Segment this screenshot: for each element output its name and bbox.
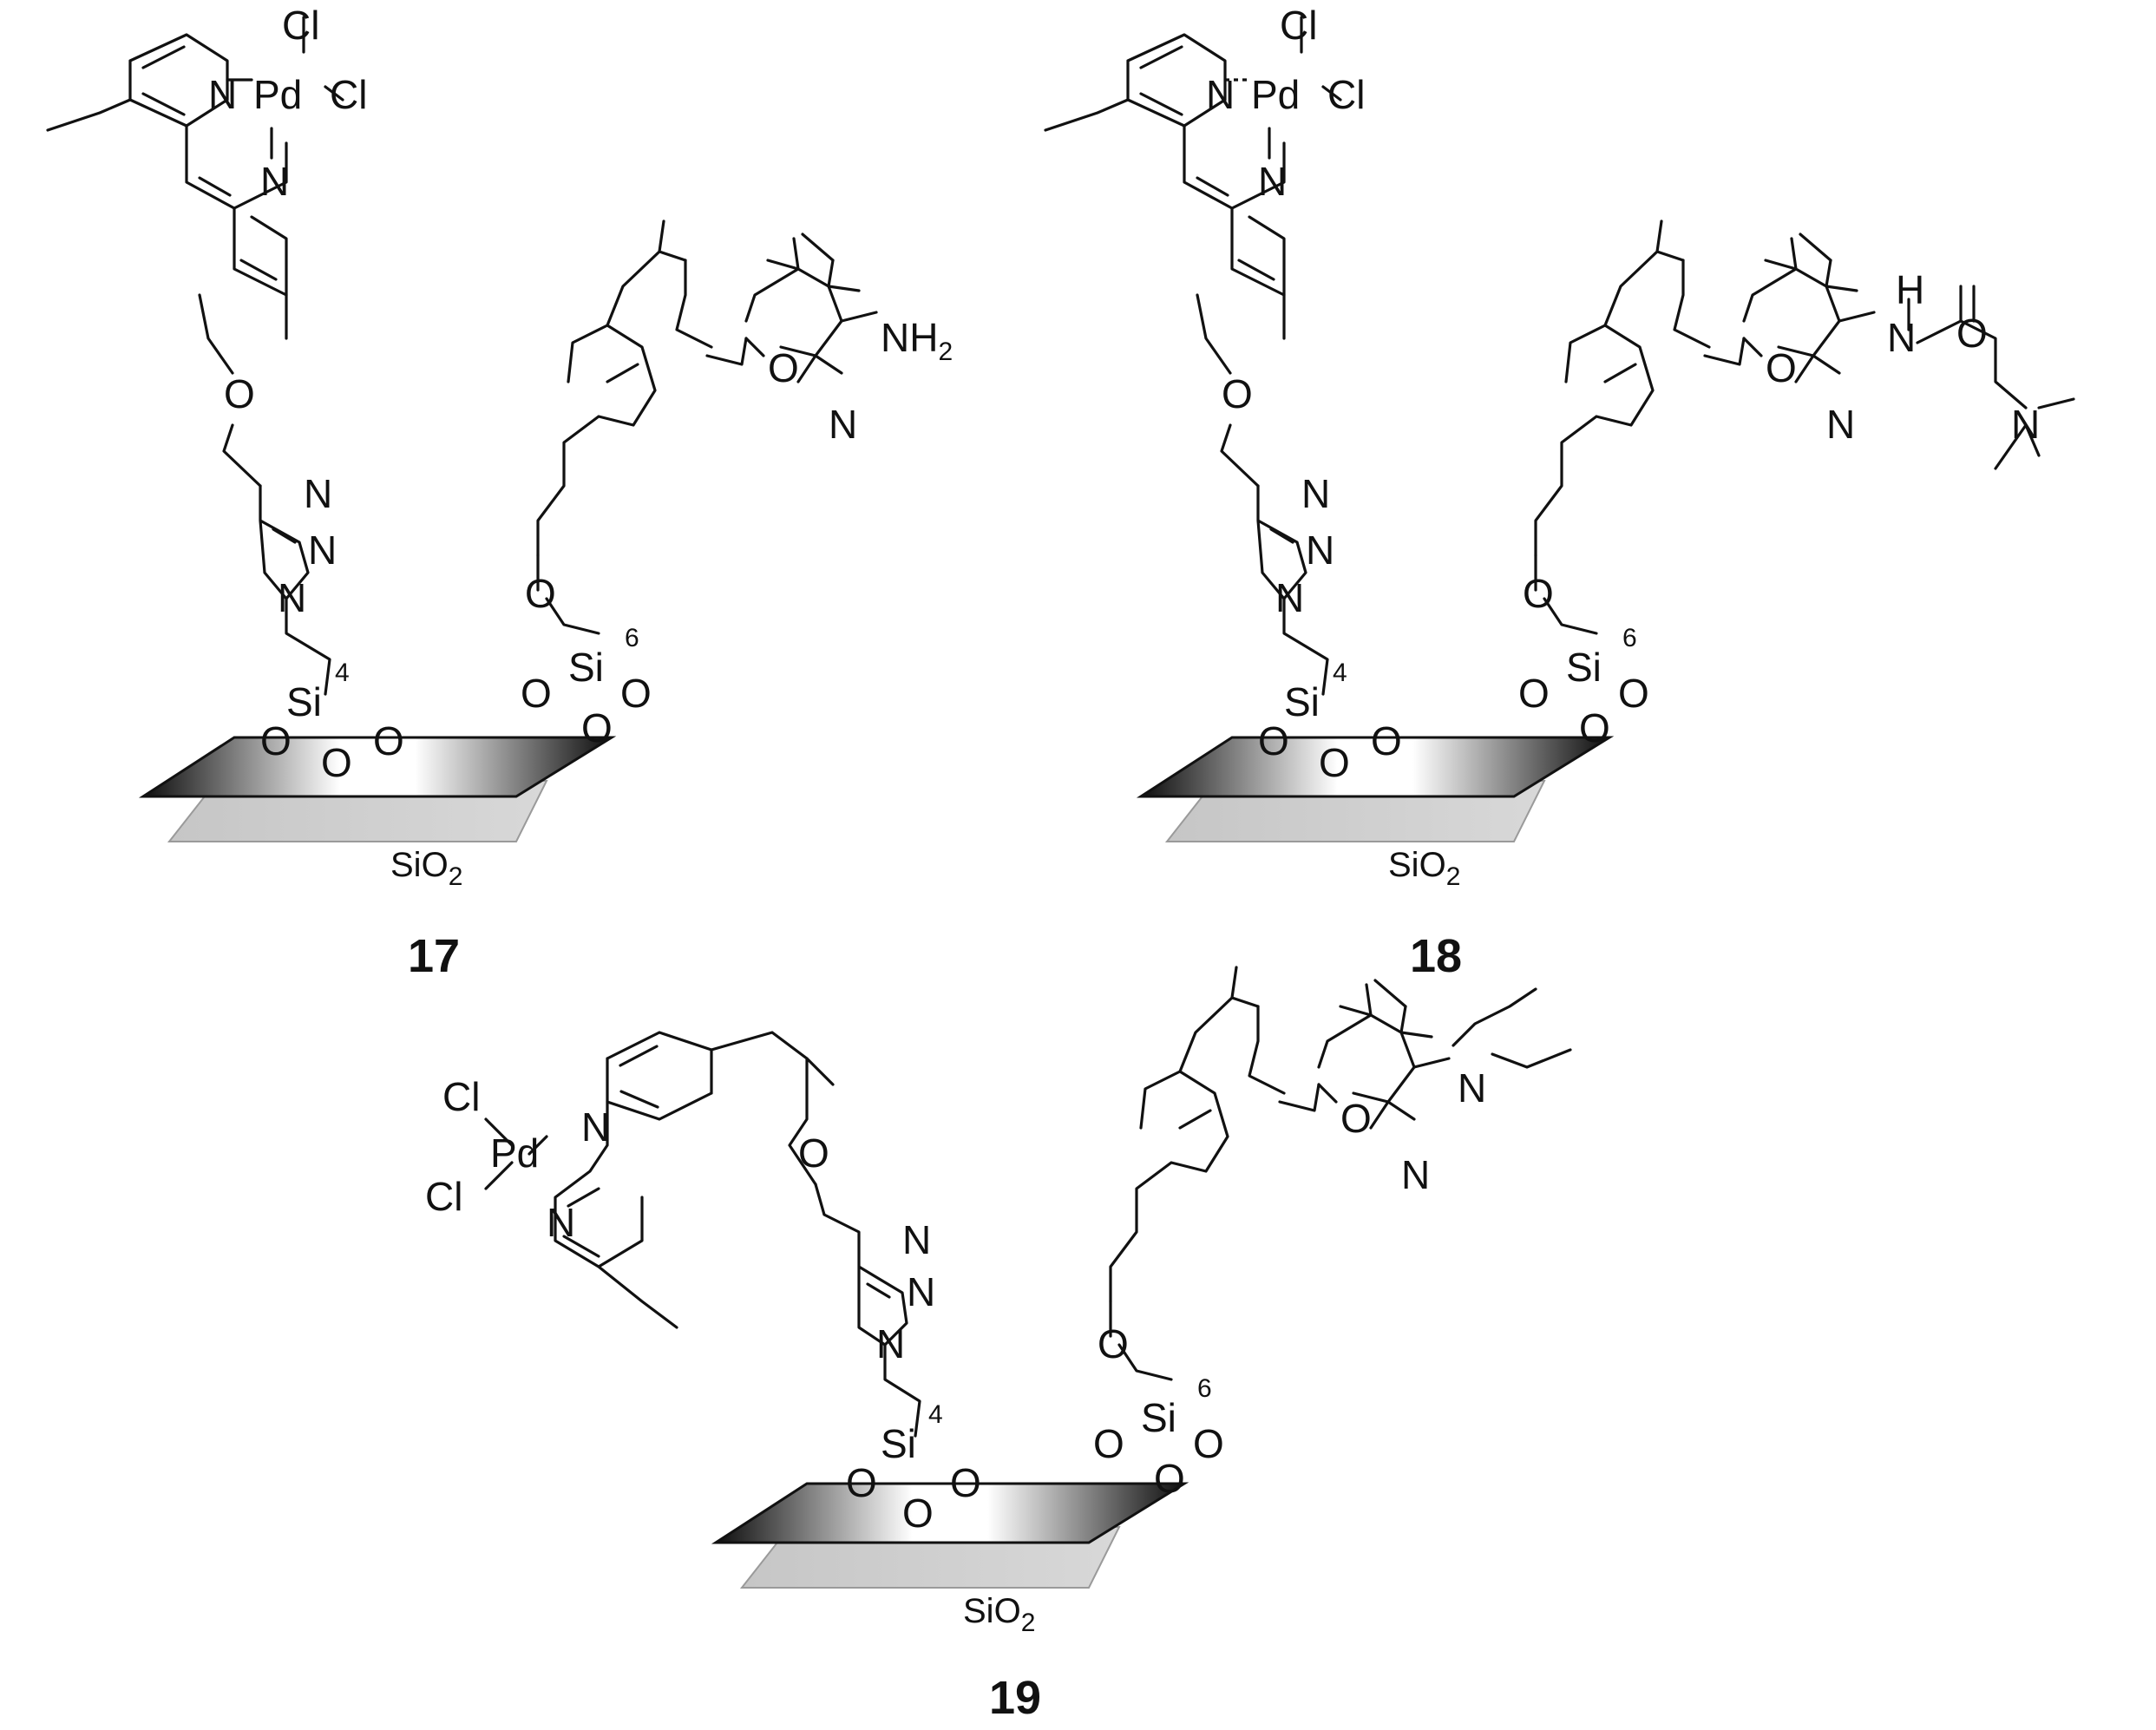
compound-19: SiO2 Cl Pd Cl N N O N N N 4 Si O O O bbox=[425, 966, 1572, 1724]
atom-pd: Pd bbox=[1251, 72, 1300, 117]
linker-count: 6 bbox=[1622, 624, 1637, 652]
atom-o: O bbox=[1618, 671, 1649, 716]
atom-o: O bbox=[1193, 1421, 1224, 1466]
atom-o: O bbox=[1518, 671, 1550, 716]
atom-o: O bbox=[846, 1460, 877, 1505]
bipyridine-pd-complex bbox=[484, 1031, 921, 1438]
atom-o: O bbox=[1523, 571, 1554, 616]
atom-o: O bbox=[768, 345, 799, 390]
atom-o: O bbox=[321, 740, 352, 785]
atom-o: O bbox=[373, 718, 404, 763]
atom-si: Si bbox=[1566, 645, 1602, 690]
bipyridine-pd-complex bbox=[1044, 16, 1342, 696]
atom-o: O bbox=[620, 671, 652, 716]
atom-o: O bbox=[581, 705, 613, 750]
atom-cl: Cl bbox=[1280, 3, 1317, 48]
bipyridine-pd-complex bbox=[46, 16, 344, 696]
atom-pd: Pd bbox=[253, 72, 302, 117]
atom-n: N bbox=[876, 1321, 905, 1366]
linker-count: 4 bbox=[335, 659, 350, 687]
atom-n: N bbox=[1401, 1152, 1430, 1197]
compound-18: SiO2 N Pd Cl Cl N O N N N 4 Si O O O bbox=[1044, 3, 2075, 982]
atom-cl: Cl bbox=[425, 1174, 462, 1219]
atom-h: H bbox=[1896, 267, 1924, 312]
compound-number: 17 bbox=[408, 930, 460, 982]
atom-n: N bbox=[2011, 402, 2040, 447]
atom-n: N bbox=[902, 1217, 931, 1262]
compound-number: 19 bbox=[989, 1672, 1041, 1724]
atom-o: O bbox=[1093, 1421, 1124, 1466]
atom-n: N bbox=[1206, 72, 1235, 117]
atom-n: N bbox=[1306, 528, 1334, 573]
atom-o: O bbox=[798, 1130, 829, 1176]
atom-o: O bbox=[1371, 718, 1402, 763]
atom-o: O bbox=[1579, 705, 1610, 750]
atom-pd: Pd bbox=[490, 1130, 539, 1176]
silica-label: SiO2 bbox=[1388, 846, 1460, 891]
silica-label: SiO2 bbox=[963, 1592, 1035, 1637]
alkoxyamine-arm bbox=[1534, 220, 2075, 635]
silica-label: SiO2 bbox=[390, 846, 462, 891]
atom-o: O bbox=[1956, 311, 1988, 356]
atom-cl: Cl bbox=[282, 3, 319, 48]
atom-o: O bbox=[1319, 740, 1350, 785]
atom-o: O bbox=[1766, 345, 1797, 390]
compound-number: 18 bbox=[1410, 930, 1462, 982]
atom-n: N bbox=[581, 1104, 610, 1150]
linker-count: 4 bbox=[928, 1400, 943, 1429]
compound-17: SiO2 N Pd Cl Cl N O N N N bbox=[46, 3, 953, 982]
atom-n: N bbox=[304, 471, 332, 516]
atom-o: O bbox=[224, 371, 255, 416]
atom-n: N bbox=[260, 159, 289, 204]
atom-n: N bbox=[1826, 402, 1855, 447]
atom-o: O bbox=[950, 1460, 981, 1505]
atom-n: N bbox=[1887, 315, 1916, 360]
atom-cl: Cl bbox=[1327, 72, 1365, 117]
atom-o: O bbox=[1340, 1096, 1372, 1141]
atom-si: Si bbox=[568, 645, 604, 690]
atom-o: O bbox=[1098, 1321, 1129, 1366]
atom-n: N bbox=[907, 1269, 935, 1314]
atom-n: N bbox=[1258, 159, 1287, 204]
atom-o: O bbox=[902, 1491, 934, 1536]
atom-n: N bbox=[547, 1200, 575, 1245]
atom-o: O bbox=[525, 571, 556, 616]
atom-n: N bbox=[278, 575, 306, 620]
alkoxyamine-arm bbox=[1109, 966, 1572, 1381]
atom-o: O bbox=[260, 718, 292, 763]
atom-n: N bbox=[308, 528, 337, 573]
atom-o: O bbox=[521, 671, 552, 716]
atom-n: N bbox=[829, 402, 857, 447]
atom-cl: Cl bbox=[330, 72, 367, 117]
linker-count: 6 bbox=[1197, 1374, 1212, 1403]
atom-n: N bbox=[1458, 1065, 1486, 1111]
linker-count: 6 bbox=[625, 624, 639, 652]
alkoxyamine-arm bbox=[536, 220, 878, 635]
atom-si: Si bbox=[1284, 679, 1320, 724]
atom-nh2: NH2 bbox=[881, 315, 953, 366]
atom-n: N bbox=[1301, 471, 1330, 516]
atom-o: O bbox=[1258, 718, 1289, 763]
linker-count: 4 bbox=[1333, 659, 1347, 687]
atom-o: O bbox=[1222, 371, 1253, 416]
atom-si: Si bbox=[286, 679, 322, 724]
atom-cl: Cl bbox=[442, 1074, 480, 1119]
atom-n: N bbox=[208, 72, 237, 117]
atom-o: O bbox=[1154, 1456, 1185, 1501]
atom-si: Si bbox=[881, 1421, 916, 1466]
atom-si: Si bbox=[1141, 1395, 1176, 1440]
atom-n: N bbox=[1275, 575, 1304, 620]
